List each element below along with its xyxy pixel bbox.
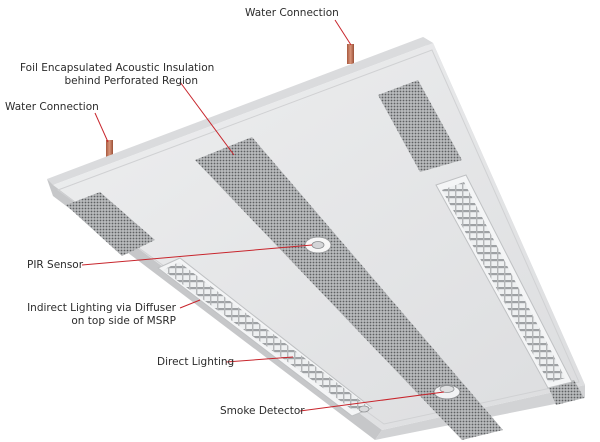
water-pipe-left [106,140,113,157]
small-fitting [358,405,370,413]
label-water-connection-left: Water Connection [5,101,99,113]
label-foil-insulation-line2: behind Perforated Region [64,75,199,87]
label-indirect-lighting: Indirect Lighting via Diffuser on top si… [2,302,176,328]
label-indirect-lighting-line2: on top side of MSRP [71,315,176,327]
perforated-strip-right [378,80,462,172]
label-water-connection-top: Water Connection [245,7,339,19]
perforated-strip-center [195,137,503,440]
label-pir-sensor: PIR Sensor [27,259,84,271]
smoke-detector [433,384,461,400]
leader-direct-lighting [225,356,294,363]
label-indirect-lighting-line1: Indirect Lighting via Diffuser [27,302,176,314]
leader-indirect-lighting [179,299,201,309]
leader-water-top [334,19,352,46]
leader-water-left [94,112,109,143]
pir-sensor [304,236,332,254]
label-foil-insulation-line1: Foil Encapsulated Acoustic Insulation [20,62,215,74]
leader-pir-sensor [81,244,313,266]
leader-smoke-detector [299,391,445,412]
leader-lines [81,19,445,412]
label-foil-insulation: Foil Encapsulated Acoustic Insulation be… [20,62,215,88]
water-pipe-top [347,44,354,64]
perforated-strip-left [66,192,155,256]
direct-lighting-louver-right [435,174,573,389]
leader-foil-insulation [179,81,235,156]
lighting-louver-left [157,257,373,417]
label-smoke-detector: Smoke Detector [220,405,305,417]
label-direct-lighting: Direct Lighting [157,356,235,368]
